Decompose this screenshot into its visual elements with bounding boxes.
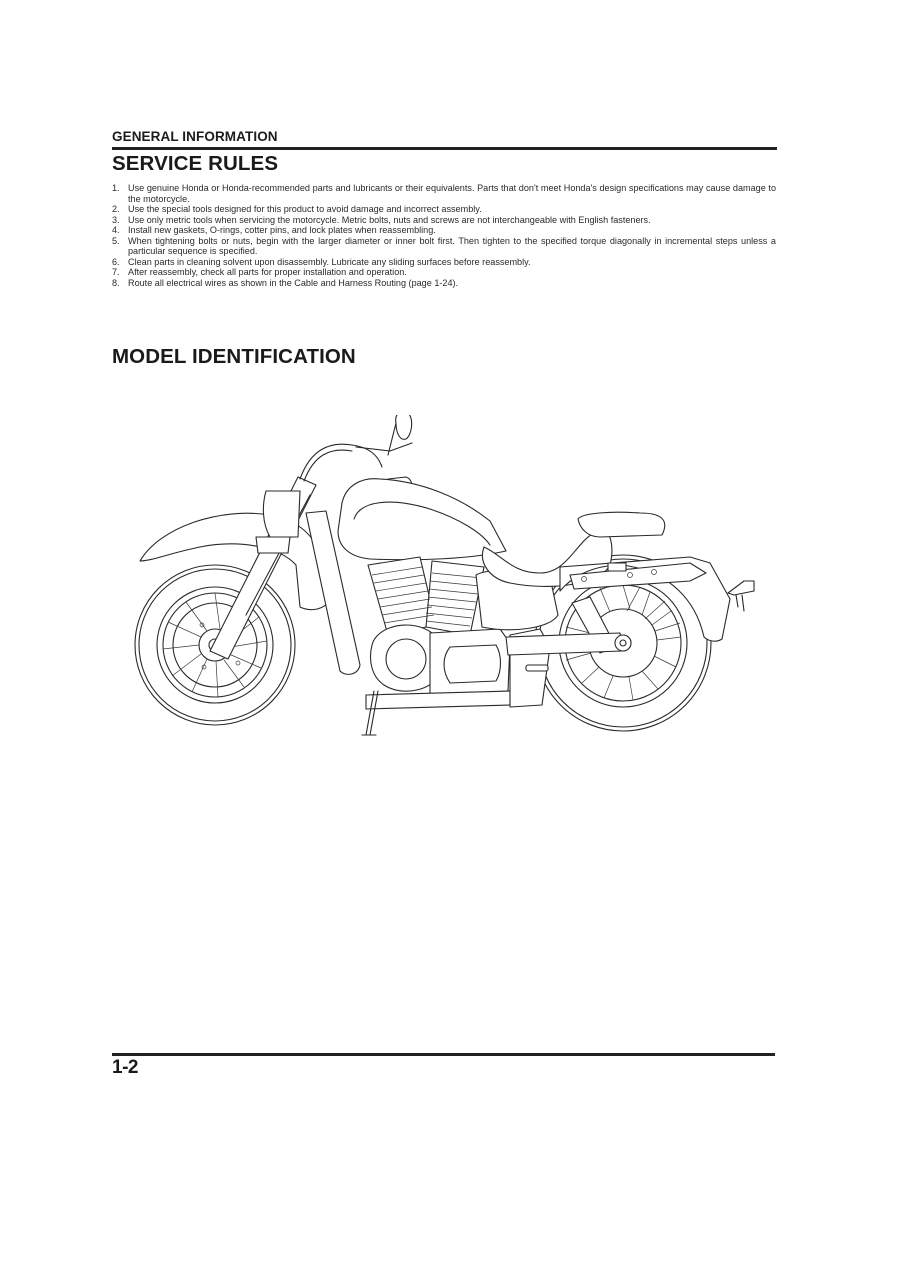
fuel-tank: [337, 478, 507, 561]
rule-number: 5.: [112, 235, 120, 246]
model-identification-heading: MODEL IDENTIFICATION: [112, 345, 356, 368]
kickstand: [361, 690, 379, 736]
rule-item: 1. Use genuine Honda or Honda-recommended…: [112, 183, 776, 204]
engine: [365, 556, 511, 710]
rule-text: Clean parts in cleaning solvent upon dis…: [128, 256, 531, 267]
rule-item: 3. Use only metric tools when servicing t…: [112, 215, 776, 226]
rule-text: Use the special tools designed for this …: [128, 204, 482, 214]
passenger-seat: [577, 511, 666, 538]
rule-number: 7.: [112, 267, 120, 277]
motorcycle-illustration: [130, 410, 760, 740]
rule-number: 3.: [112, 214, 120, 225]
mirror: [395, 410, 413, 440]
rule-text: After reassembly, check all parts for pr…: [128, 267, 407, 277]
headlight: [262, 490, 301, 538]
rule-text: Install new gaskets, O-rings, cotter pin…: [128, 225, 436, 235]
rule-item: 4. Install new gaskets, O-rings, cotter p…: [112, 225, 776, 236]
front-fender: [139, 512, 329, 611]
section-label: GENERAL INFORMATION: [112, 129, 278, 144]
swingarm: [505, 632, 623, 656]
rule-number: 6.: [112, 256, 120, 267]
service-rules-list: 1. Use genuine Honda or Honda-recommended…: [112, 183, 776, 288]
rule-number: 2.: [112, 204, 120, 214]
front-wheel: [134, 564, 296, 726]
page-number: 1-2: [112, 1057, 138, 1078]
taillight: [727, 580, 755, 596]
rule-item: 6. Clean parts in cleaning solvent upon d…: [112, 257, 776, 268]
rule-item: 5. When tightening bolts or nuts, begin w…: [112, 236, 776, 257]
rule-text: Route all electrical wires as shown in t…: [128, 277, 459, 288]
service-rules-heading: SERVICE RULES: [112, 152, 279, 175]
rule-number: 8.: [112, 277, 120, 288]
rule-number: 4.: [112, 225, 120, 235]
footer-rule: [112, 1053, 775, 1056]
rule-item: 7. After reassembly, check all parts for …: [112, 267, 776, 278]
rule-item: 2. Use the special tools designed for thi…: [112, 204, 776, 215]
rule-text: Use genuine Honda or Honda-recommended p…: [128, 183, 776, 204]
rule-number: 1.: [112, 183, 120, 193]
rule-text: When tightening bolts or nuts, begin wit…: [128, 235, 776, 257]
rule-item: 8. Route all electrical wires as shown in…: [112, 278, 776, 289]
motorcycle-icon: [134, 410, 755, 736]
rule-text: Use only metric tools when servicing the…: [128, 214, 651, 225]
frame-downtube: [305, 510, 361, 675]
header-rule: [112, 147, 777, 150]
